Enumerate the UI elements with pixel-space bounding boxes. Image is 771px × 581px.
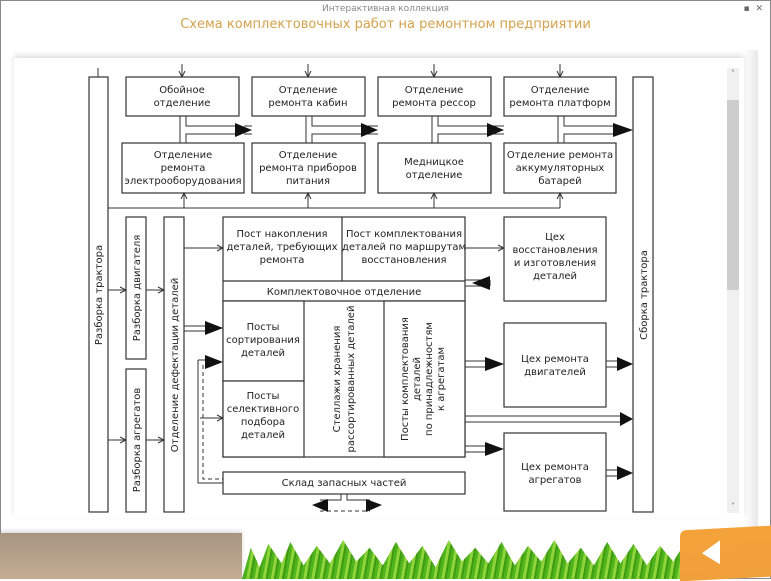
- label-fuel-3: питания: [286, 176, 330, 187]
- label-defect-dept: Отделение дефектации деталей: [170, 278, 181, 452]
- page-title: Схема комплектовочных работ на ремонтном…: [180, 17, 591, 32]
- box-selective-posts: [222, 380, 305, 458]
- box-coppersmith: [377, 142, 492, 194]
- back-arrow-icon: [702, 540, 720, 566]
- defect-dept-bar: [163, 216, 185, 513]
- label-restoration-4: деталей: [533, 271, 577, 282]
- label-coppersmith-1: Медницкое: [404, 157, 464, 168]
- collection-subtitle: Интерактивная коллекция: [322, 4, 449, 14]
- label-battery-3: батарей: [538, 176, 581, 187]
- box-cabin-repair: [251, 76, 366, 117]
- tractor-assembly-bar: [632, 76, 654, 513]
- label-accumulation-3: ремонта: [260, 255, 305, 266]
- label-spring-1: Отделение: [405, 85, 464, 96]
- label-platform-1: Отделение: [531, 85, 590, 96]
- scroll-down-icon[interactable]: ˅: [731, 502, 735, 511]
- label-electrical-2: ремонта: [161, 163, 206, 174]
- box-unit-kit-posts: [383, 300, 466, 458]
- label-disassembly-units: Разборка агрегатов: [132, 388, 143, 493]
- label-platform-2: ремонта платформ: [509, 98, 610, 109]
- label-sorting-3: деталей: [241, 348, 285, 359]
- label-sorting-1: Посты: [247, 322, 280, 333]
- label-restoration-1: Цех: [545, 232, 565, 243]
- label-unit-shop-1: Цех ремонта: [521, 462, 589, 473]
- label-cabin-1: Отделение: [279, 85, 338, 96]
- label-battery-1: Отделение ремонта: [507, 150, 613, 161]
- label-cabin-2: ремонта кабин: [268, 98, 347, 109]
- label-fuel-2: ремонта приборов: [259, 163, 357, 174]
- label-disassembly-tractor: Разборка трактора: [94, 245, 105, 345]
- label-storage-racks-1: Стеллажи хранения: [332, 326, 343, 433]
- label-selective-2: селективного: [227, 404, 299, 415]
- box-sorting-posts: [222, 300, 305, 382]
- box-restoration-shop: [503, 216, 607, 302]
- label-electrical-3: электрооборудования: [124, 176, 241, 187]
- scrollbar-thumb[interactable]: [727, 100, 739, 290]
- label-engine-shop-2: двигателей: [524, 367, 586, 378]
- label-electrical-1: Отделение: [154, 150, 213, 161]
- label-upholstery-2: отделение: [154, 98, 211, 109]
- label-accumulation-2: деталей, требующих: [226, 242, 337, 253]
- label-spring-2: ремонта рессор: [392, 98, 476, 109]
- label-unit-kit-posts-1: Посты комплектования: [400, 317, 411, 441]
- label-coppersmith-2: отделение: [406, 170, 463, 181]
- label-unit-kit-posts-2: деталей: [412, 357, 423, 401]
- flow-arrows: [205, 123, 633, 512]
- label-kit-department: Комплектовочное отделение: [267, 287, 421, 298]
- wooden-board-decoration: [0, 533, 242, 579]
- window-controls: ▪ ✕: [740, 4, 763, 14]
- label-sorting-2: сортирования: [226, 335, 300, 346]
- close-icon[interactable]: ✕: [755, 4, 763, 14]
- minimize-icon[interactable]: ▪: [743, 4, 750, 14]
- label-route-kit-1: Пост комплектования: [346, 229, 462, 240]
- label-battery-2: аккумуляторных: [516, 163, 605, 174]
- label-fuel-1: Отделение: [279, 150, 338, 161]
- label-restoration-2: восстановления: [512, 245, 597, 256]
- label-accumulation-1: Пост накопления: [236, 229, 327, 240]
- label-upholstery-1: Обойное: [159, 85, 204, 96]
- box-upholstery: [125, 76, 240, 117]
- label-spare-parts: Склад запасных частей: [282, 478, 407, 489]
- label-unit-shop-2: агрегатов: [528, 475, 581, 486]
- vertical-scrollbar[interactable]: ˄ ˅: [727, 68, 739, 513]
- back-button[interactable]: [680, 525, 771, 581]
- scroll-up-icon[interactable]: ˄: [731, 69, 735, 78]
- box-unit-repair-shop: [503, 432, 607, 512]
- label-engine-shop-1: Цех ремонта: [521, 354, 589, 365]
- label-selective-4: деталей: [241, 430, 285, 441]
- box-electrical-repair: [121, 142, 245, 194]
- label-unit-kit-posts-4: к агрегатам: [436, 347, 447, 411]
- label-selective-3: подбора: [241, 417, 285, 428]
- label-restoration-3: и изготовления: [514, 258, 596, 269]
- label-unit-kit-posts-3: по принадлежностям: [424, 322, 435, 436]
- box-platform-repair: [503, 76, 617, 117]
- box-engine-repair-shop: [503, 322, 607, 408]
- label-route-kit-3: восстановления: [361, 255, 446, 266]
- box-spring-repair: [377, 76, 492, 117]
- page-edge-shadow: [744, 50, 758, 530]
- label-selective-1: Посты: [247, 391, 280, 402]
- box-fuel-system-repair: [251, 142, 366, 194]
- label-tractor-assembly: Сборка трактора: [639, 250, 650, 340]
- label-storage-racks-2: рассортированных деталей: [346, 306, 357, 453]
- label-route-kit-2: деталей по маршрутам: [342, 242, 466, 253]
- label-disassembly-engine: Разборка двигателя: [132, 235, 143, 342]
